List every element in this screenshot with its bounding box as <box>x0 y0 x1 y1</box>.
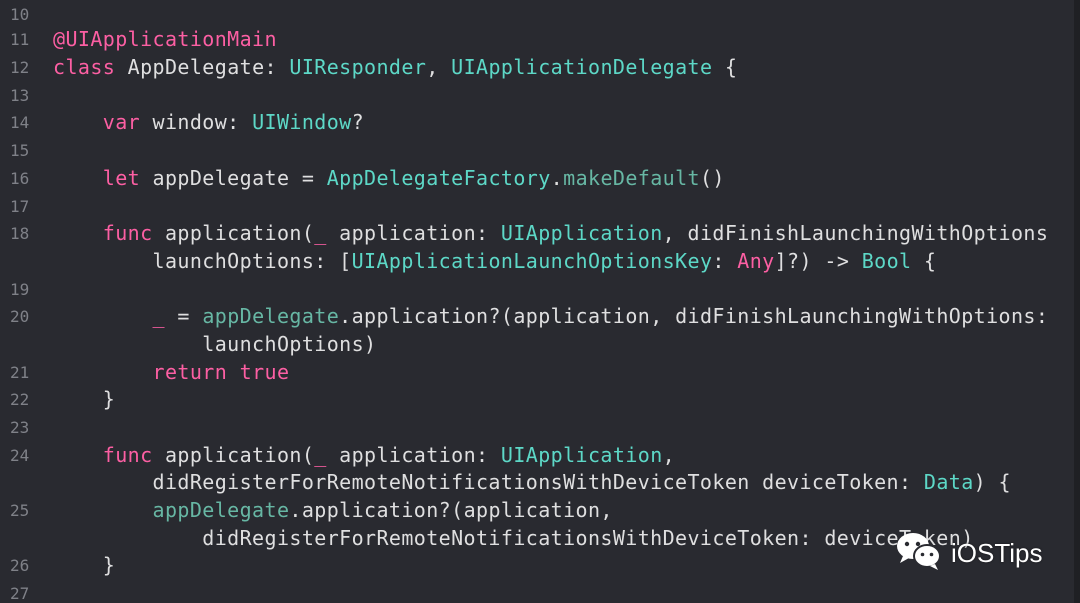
line-number: 15 <box>10 141 30 160</box>
watermark-text: iOSTips <box>951 537 1043 568</box>
line-number: 11 <box>10 30 30 49</box>
line-number: 22 <box>10 390 30 409</box>
keyword-token: _ <box>314 221 327 245</box>
code-token: ) { <box>973 470 1011 494</box>
code-line[interactable]: return true <box>53 360 289 384</box>
code-token: } <box>53 387 116 411</box>
code-token: ? <box>351 110 365 134</box>
line-number: 13 <box>10 86 30 105</box>
code-token: { <box>712 55 738 79</box>
type-token: UIApplication <box>500 221 663 245</box>
line-number: 23 <box>10 418 30 437</box>
line-number-gutter: 10 11 12 13 14 15 16 17 18 19 20 21 22 23 24 25 26 27 <box>0 0 44 603</box>
code-line[interactable]: func application(_ application: UIApplic… <box>53 221 1048 245</box>
code-token: launchOptions) <box>53 332 377 356</box>
code-token <box>53 221 103 245</box>
line-number: 27 <box>10 584 30 603</box>
type-token: Bool <box>861 249 912 273</box>
code-line[interactable]: } <box>53 387 115 411</box>
type-token: Data <box>923 470 974 494</box>
line-number: 26 <box>10 556 30 575</box>
code-line[interactable]: _ = appDelegate.application?(application… <box>53 304 1048 328</box>
code-token: .application?(application, <box>289 498 613 522</box>
vertical-scrollbar[interactable] <box>1074 0 1080 603</box>
line-number: 20 <box>10 307 30 326</box>
code-token: launchOptions: [ <box>53 249 352 273</box>
code-token: { <box>911 249 937 273</box>
code-token: application( <box>152 221 315 245</box>
keyword-token: var <box>102 110 141 134</box>
code-line[interactable]: var window: UIWindow? <box>53 110 364 134</box>
code-line[interactable]: didRegisterForRemoteNotificationsWithDev… <box>53 526 974 550</box>
code-token: . <box>550 166 564 190</box>
code-line[interactable]: launchOptions: [UIApplicationLaunchOptio… <box>53 249 936 273</box>
code-token: appDelegate = <box>140 166 327 190</box>
line-number: 17 <box>10 197 30 216</box>
code-token: application: <box>326 443 501 467</box>
code-token: () <box>699 166 725 190</box>
keyword-token: class <box>53 55 116 79</box>
type-token: UIApplicationLaunchOptionsKey <box>351 249 713 273</box>
code-token: : <box>712 249 738 273</box>
code-line[interactable]: didRegisterForRemoteNotificationsWithDev… <box>53 470 1011 494</box>
keyword-token: let <box>102 166 141 190</box>
type-token: UIResponder <box>289 55 427 79</box>
code-token <box>53 166 103 190</box>
code-token: = <box>164 304 203 328</box>
line-number: 14 <box>10 113 30 132</box>
code-token <box>53 443 103 467</box>
code-token: didRegisterForRemoteNotificationsWithDev… <box>53 526 974 550</box>
code-token: , didFinishLaunchingWithOptions <box>662 221 1049 245</box>
code-token: application: <box>326 221 501 245</box>
type-token: UIApplication <box>500 443 663 467</box>
code-token: window: <box>140 110 253 134</box>
identifier-token: appDelegate <box>202 304 340 328</box>
keyword-token: Any <box>737 249 775 273</box>
code-token: application( <box>152 443 315 467</box>
code-line[interactable]: launchOptions) <box>53 332 376 356</box>
code-token <box>53 498 153 522</box>
code-token: , <box>662 443 676 467</box>
code-token <box>227 360 239 384</box>
line-number: 25 <box>10 501 30 520</box>
line-number: 10 <box>10 5 30 24</box>
identifier-token: makeDefault <box>563 166 700 190</box>
line-number: 16 <box>10 169 30 188</box>
line-number: 24 <box>10 446 30 465</box>
code-token: , <box>426 55 452 79</box>
code-line[interactable]: @UIApplicationMain <box>53 27 277 51</box>
code-line[interactable]: let appDelegate = AppDelegateFactory.mak… <box>53 166 725 190</box>
keyword-token: true <box>239 360 290 384</box>
code-line[interactable]: class AppDelegate: UIResponder, UIApplic… <box>53 55 737 79</box>
code-token <box>53 110 103 134</box>
code-token: .application?(application, didFinishLaun… <box>339 304 1049 328</box>
keyword-token: @UIApplicationMain <box>53 27 277 51</box>
keyword-token: _ <box>314 443 327 467</box>
type-token: UIApplicationDelegate <box>451 55 713 79</box>
code-token: didRegisterForRemoteNotificationsWithDev… <box>53 470 924 494</box>
code-token: ]?) -> <box>774 249 862 273</box>
line-number: 19 <box>10 280 30 299</box>
keyword-token: return <box>152 360 228 384</box>
line-number: 18 <box>10 224 30 243</box>
line-number: 12 <box>10 58 30 77</box>
code-token: AppDelegate: <box>115 55 290 79</box>
keyword-token: func <box>102 221 153 245</box>
line-number: 21 <box>10 363 30 382</box>
type-token: UIWindow <box>252 110 352 134</box>
identifier-token: appDelegate <box>152 498 290 522</box>
watermark: iOSTips <box>895 528 1043 578</box>
code-token <box>53 360 153 384</box>
code-line[interactable]: } <box>53 553 115 577</box>
code-line[interactable]: func application(_ application: UIApplic… <box>53 443 675 467</box>
code-line[interactable]: appDelegate.application?(application, <box>53 498 613 522</box>
keyword-token: func <box>102 443 153 467</box>
type-token: AppDelegateFactory <box>326 166 551 190</box>
wechat-icon <box>895 530 943 577</box>
keyword-token: _ <box>152 304 165 328</box>
code-token <box>53 304 153 328</box>
code-token: } <box>53 553 116 577</box>
